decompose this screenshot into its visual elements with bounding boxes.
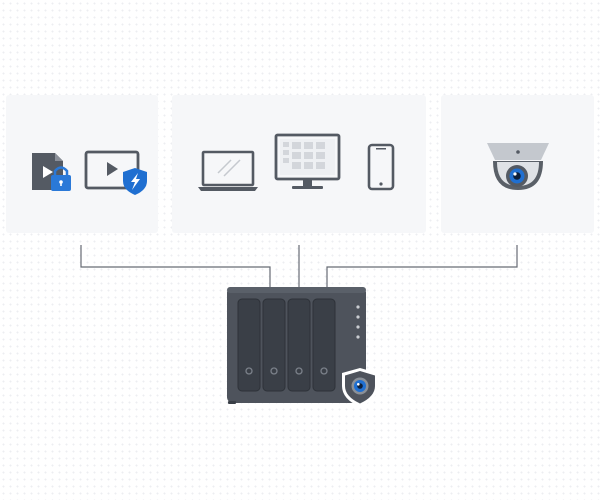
- drive-bay: [287, 298, 311, 392]
- connectors: [80, 245, 518, 287]
- connector-left: [80, 245, 271, 287]
- drive-bays: [237, 298, 336, 392]
- surveillance-shield-icon: [342, 368, 378, 407]
- drive-bay: [312, 298, 336, 392]
- locked-file-icon: [32, 153, 71, 191]
- panel-security: [6, 95, 158, 233]
- laptop-icon: [198, 150, 258, 191]
- drive-bay: [237, 298, 261, 392]
- drive-bay: [262, 298, 286, 392]
- smartphone-icon: [367, 143, 395, 191]
- protected-video-icon: [84, 150, 147, 195]
- connector-right: [326, 245, 518, 287]
- dome-camera-icon: [487, 143, 549, 190]
- monitor-icon: [274, 133, 341, 189]
- status-leds: [356, 305, 360, 339]
- nas-icon: [227, 287, 366, 404]
